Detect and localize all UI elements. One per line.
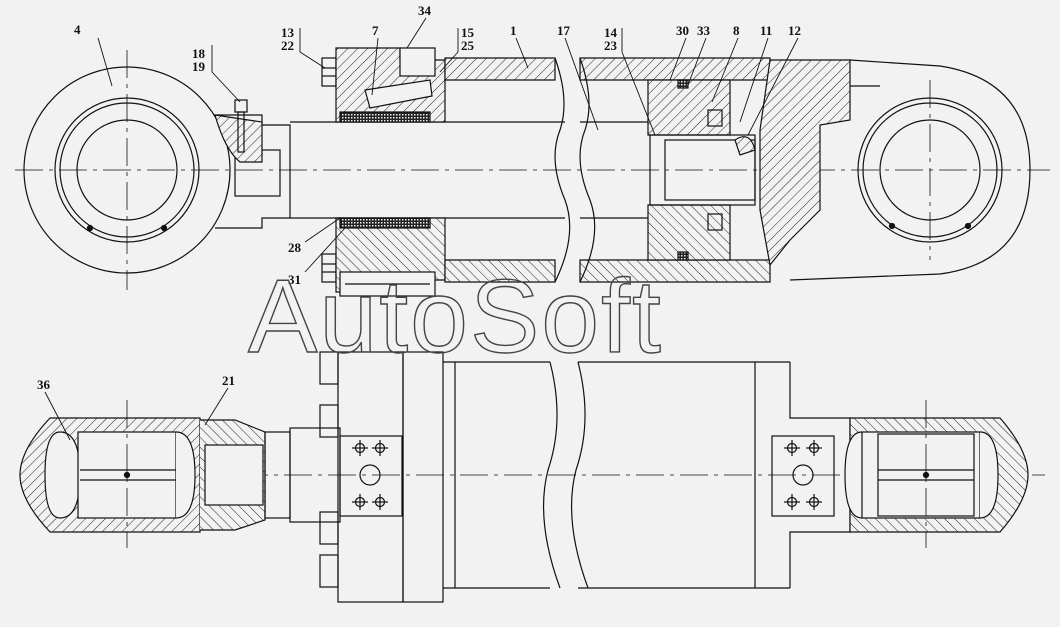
callout-33: 33 — [697, 23, 711, 38]
callout-12: 12 — [788, 23, 801, 38]
cylinder-bottom — [759, 59, 1031, 281]
callout-15: 15 — [461, 25, 475, 40]
left-eye-bearing — [19, 400, 266, 548]
callout-11: 11 — [760, 23, 772, 38]
callout-4: 4 — [74, 22, 81, 37]
bottom-eye-right — [857, 80, 1003, 260]
right-eye-bearing — [844, 400, 1029, 548]
piston — [647, 79, 756, 261]
callout-labels: 4 18 19 13 22 7 34 15 25 1 17 14 23 30 3… — [37, 3, 801, 392]
cylinder-head-gland — [335, 47, 446, 297]
head-flange-external — [319, 351, 444, 603]
callout-31: 31 — [288, 272, 301, 287]
callout-25: 25 — [461, 38, 475, 53]
rod-eye-left — [23, 50, 291, 290]
callout-17: 17 — [557, 23, 571, 38]
bottom-external-view — [19, 351, 1045, 603]
top-section-view — [15, 47, 1050, 297]
callout-14: 14 — [604, 25, 618, 40]
callout-8: 8 — [733, 23, 740, 38]
watermark-text: AutoSoft — [248, 259, 663, 375]
callout-18: 18 — [192, 46, 206, 61]
callout-22: 22 — [281, 38, 294, 53]
callout-36: 36 — [37, 377, 51, 392]
leader-lines — [44, 17, 799, 441]
callout-19: 19 — [192, 59, 206, 74]
callout-13: 13 — [281, 25, 295, 40]
callout-7: 7 — [372, 23, 379, 38]
callout-23: 23 — [604, 38, 618, 53]
tube-external — [443, 361, 790, 589]
callout-21: 21 — [222, 373, 235, 388]
callout-30: 30 — [676, 23, 689, 38]
callout-28: 28 — [288, 240, 302, 255]
callout-34: 34 — [418, 3, 432, 18]
callout-1: 1 — [510, 23, 517, 38]
